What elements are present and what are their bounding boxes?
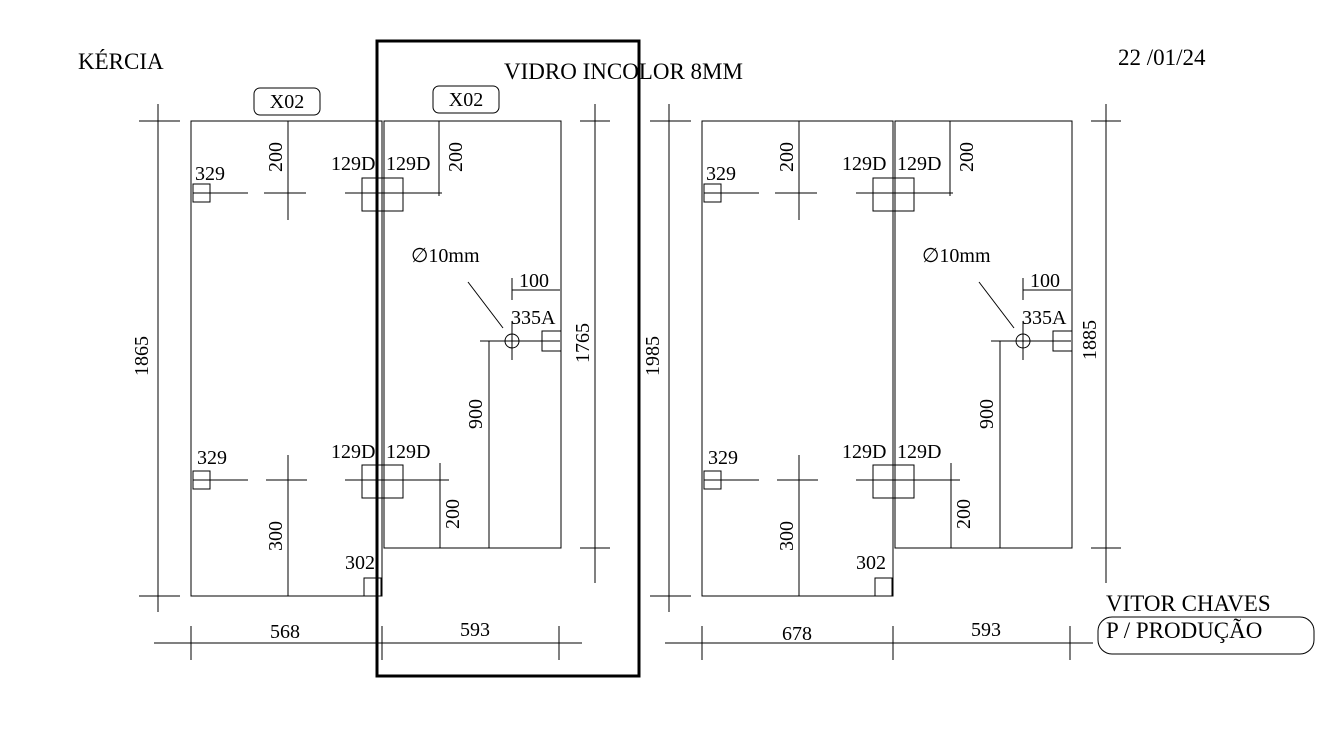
right-width-a: 678 — [782, 623, 812, 645]
client-name: KÉRCIA — [78, 49, 164, 74]
author-name: VITOR CHAVES — [1106, 591, 1271, 616]
svg-text:X02: X02 — [449, 89, 483, 111]
right-hinge-top-b: 129D — [897, 153, 941, 175]
right-bottom-dist-right: 200 — [953, 499, 975, 529]
right-hinge-bottom-329: 329 — [708, 447, 738, 469]
right-hinge-bottom-b: 129D — [897, 441, 941, 463]
right-bottom-dist: 300 — [776, 521, 798, 551]
left-hinge-top-b: 129D — [386, 153, 430, 175]
right-panel-b — [894, 120, 1073, 549]
left-corner-piece: 302 — [345, 552, 375, 574]
left-knob: 335A — [511, 307, 556, 329]
left-knob-height: 900 — [465, 399, 487, 429]
left-hinge-bottom-329: 329 — [197, 447, 227, 469]
right-hole-offset: 100 — [1030, 270, 1060, 292]
right-hole-diameter: ∅10mm — [922, 245, 991, 267]
svg-text:X02: X02 — [270, 91, 304, 113]
right-panel-a — [701, 120, 894, 597]
date-label: 22 /01/24 — [1118, 45, 1206, 70]
right-overall-height: 1985 — [642, 336, 664, 376]
left-overall-height: 1865 — [131, 336, 153, 376]
left-hole-diameter: ∅10mm — [411, 245, 480, 267]
left-hinge-bottom-b: 129D — [386, 441, 430, 463]
svg-text:P / PRODUÇÃO: P / PRODUÇÃO — [1106, 618, 1262, 643]
left-hinge-top-329: 329 — [195, 163, 225, 185]
highlight-frame — [375, 39, 641, 678]
production-tag: P / PRODUÇÃO — [1097, 616, 1315, 655]
right-hinge-bottom-a: 129D — [842, 441, 886, 463]
material-title: VIDRO INCOLOR 8MM — [504, 59, 743, 84]
left-panel-a — [190, 120, 383, 597]
right-hinge-top-329: 329 — [706, 163, 736, 185]
left-width-a: 568 — [270, 621, 300, 643]
tag-left: X02 — [253, 87, 321, 116]
tag-right: X02 — [432, 85, 500, 114]
right-top-dist: 200 — [776, 142, 798, 172]
left-top-dist-right: 200 — [445, 142, 467, 172]
right-knob-height: 900 — [976, 399, 998, 429]
left-hinge-bottom-a: 129D — [331, 441, 375, 463]
left-hole-offset: 100 — [519, 270, 549, 292]
right-knob: 335A — [1022, 307, 1067, 329]
left-width-b: 593 — [460, 619, 490, 641]
left-bottom-dist-right: 200 — [442, 499, 464, 529]
right-drawing: 1985 1885 329 200 129D 129D 200 ∅10mm 33… — [642, 104, 1121, 660]
left-panel-height: 1765 — [572, 323, 594, 363]
left-panel-b — [383, 120, 562, 549]
right-width-b: 593 — [971, 619, 1001, 641]
left-hinge-top-a: 129D — [331, 153, 375, 175]
right-panel-height: 1885 — [1079, 320, 1101, 360]
left-bottom-dist: 300 — [265, 521, 287, 551]
left-top-dist: 200 — [265, 142, 287, 172]
left-drawing: 1865 1765 329 200 129D 129D 200 ∅10mm 33… — [131, 104, 610, 660]
right-top-dist-right: 200 — [956, 142, 978, 172]
right-corner-piece: 302 — [856, 552, 886, 574]
right-hinge-top-a: 129D — [842, 153, 886, 175]
